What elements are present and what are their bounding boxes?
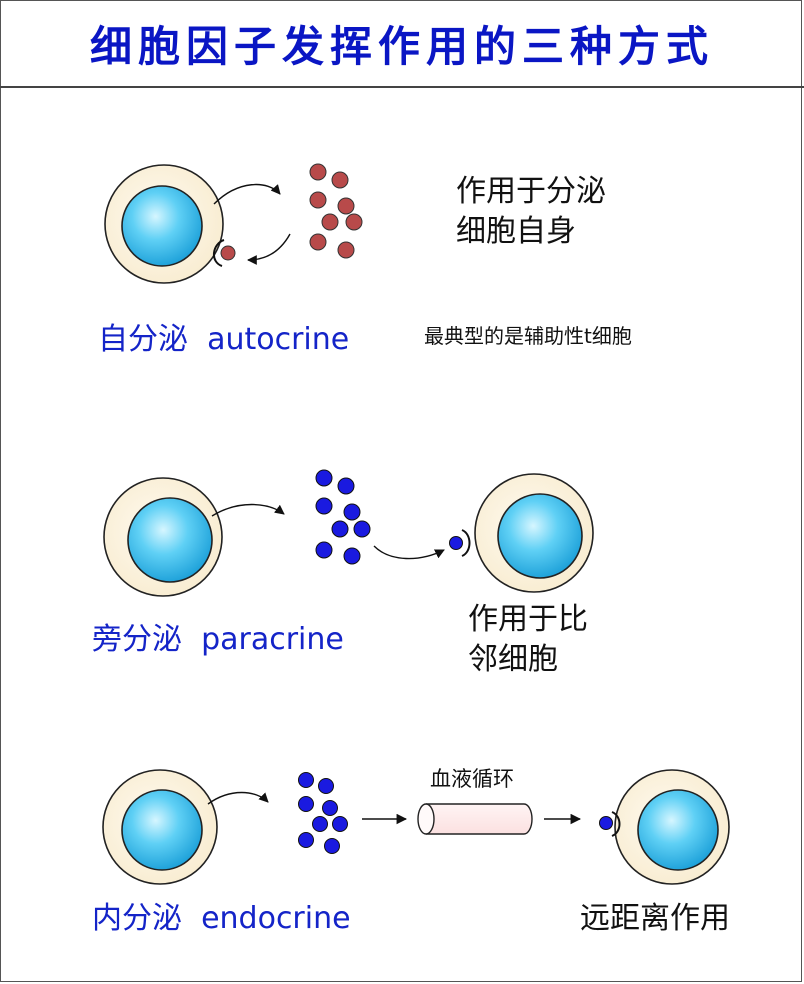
autocrine-return-arrow (247, 233, 291, 265)
blood-vessel-body (426, 803, 533, 835)
endocrine-cytokine-dot (298, 832, 314, 848)
autocrine-cytokine-cluster (309, 163, 363, 259)
endocrine-cytokine-dot (322, 800, 338, 816)
paracrine-description: 作用于比 邻细胞 (468, 600, 588, 680)
paracrine-label: 旁分泌 paracrine (92, 622, 344, 657)
blood-vessel-opening (417, 803, 435, 835)
autocrine-cytokine-dot (331, 171, 349, 189)
blood-vessel-tube (417, 803, 533, 835)
paracrine-section (103, 469, 594, 597)
paracrine-desc-line1: 作用于比 (468, 602, 588, 637)
autocrine-description: 作用于分泌 细胞自身 (456, 172, 606, 252)
autocrine-desc-line2: 细胞自身 (456, 214, 576, 249)
autocrine-desc-line1: 作用于分泌 (456, 174, 606, 209)
autocrine-cytokine-dot (321, 213, 339, 231)
blood-circulation-label: 血液循环 (430, 767, 514, 791)
paracrine-secretion-arrow (211, 503, 285, 517)
endocrine-bound-cytokine (599, 816, 613, 830)
paracrine-cytokine-dot (353, 520, 371, 538)
autocrine-section (104, 163, 363, 284)
autocrine-cell-nucleus (121, 185, 203, 267)
paracrine-bound-cytokine (449, 536, 463, 550)
autocrine-bound-cytokine (220, 245, 236, 261)
endocrine-cytokine-dot (332, 816, 348, 832)
paracrine-cytokine-dot (343, 547, 361, 565)
paracrine-cytokine-dot (337, 477, 355, 495)
diagram-canvas (102, 163, 730, 885)
paracrine-cytokine-dot (315, 469, 333, 487)
autocrine-example: 最典型的是辅助性t细胞 (424, 324, 632, 348)
autocrine-cytokine-dot (309, 191, 327, 209)
paracrine-cytokine-dot (315, 497, 333, 515)
endocrine-receptor-icon (611, 811, 621, 837)
autocrine-cytokine-dot (345, 213, 363, 231)
endocrine-cytokine-dot (324, 838, 340, 854)
endocrine-label: 内分泌 endocrine (92, 901, 351, 936)
endocrine-secretion-arrow (207, 791, 269, 805)
endocrine-section (102, 769, 730, 885)
endocrine-cytokine-dot (312, 816, 328, 832)
paracrine-cytokine-dot (331, 520, 349, 538)
paracrine-target-arrow (373, 545, 445, 560)
autocrine-label: 自分泌 autocrine (98, 322, 350, 357)
endocrine-target-cell-nucleus (637, 789, 719, 871)
paracrine-source-cell-nucleus (127, 497, 213, 583)
autocrine-cytokine-dot (337, 241, 355, 259)
autocrine-receptor-icon (213, 239, 225, 267)
paracrine-receptor-icon (461, 529, 471, 557)
endocrine-cytokine-dot (298, 772, 314, 788)
endocrine-cytokine-dot (298, 796, 314, 812)
paracrine-cytokine-cluster (315, 469, 371, 565)
autocrine-cytokine-dot (309, 233, 327, 251)
paracrine-target-cell-nucleus (497, 493, 583, 579)
autocrine-secretion-arrow (213, 183, 281, 205)
paracrine-cytokine-dot (343, 503, 361, 521)
autocrine-cytokine-dot (309, 163, 327, 181)
paracrine-cytokine-dot (315, 541, 333, 559)
title-bar: 细胞因子发挥作用的三种方式 (0, 0, 804, 88)
page-title: 细胞因子发挥作用的三种方式 (89, 21, 714, 71)
endocrine-cytokine-dot (318, 778, 334, 794)
endocrine-description: 远距离作用 (580, 901, 730, 936)
endocrine-source-cell-nucleus (121, 789, 203, 871)
paracrine-desc-line2: 邻细胞 (468, 642, 558, 677)
autocrine-cytokine-dot (337, 197, 355, 215)
endocrine-cytokine-cluster (298, 772, 348, 854)
